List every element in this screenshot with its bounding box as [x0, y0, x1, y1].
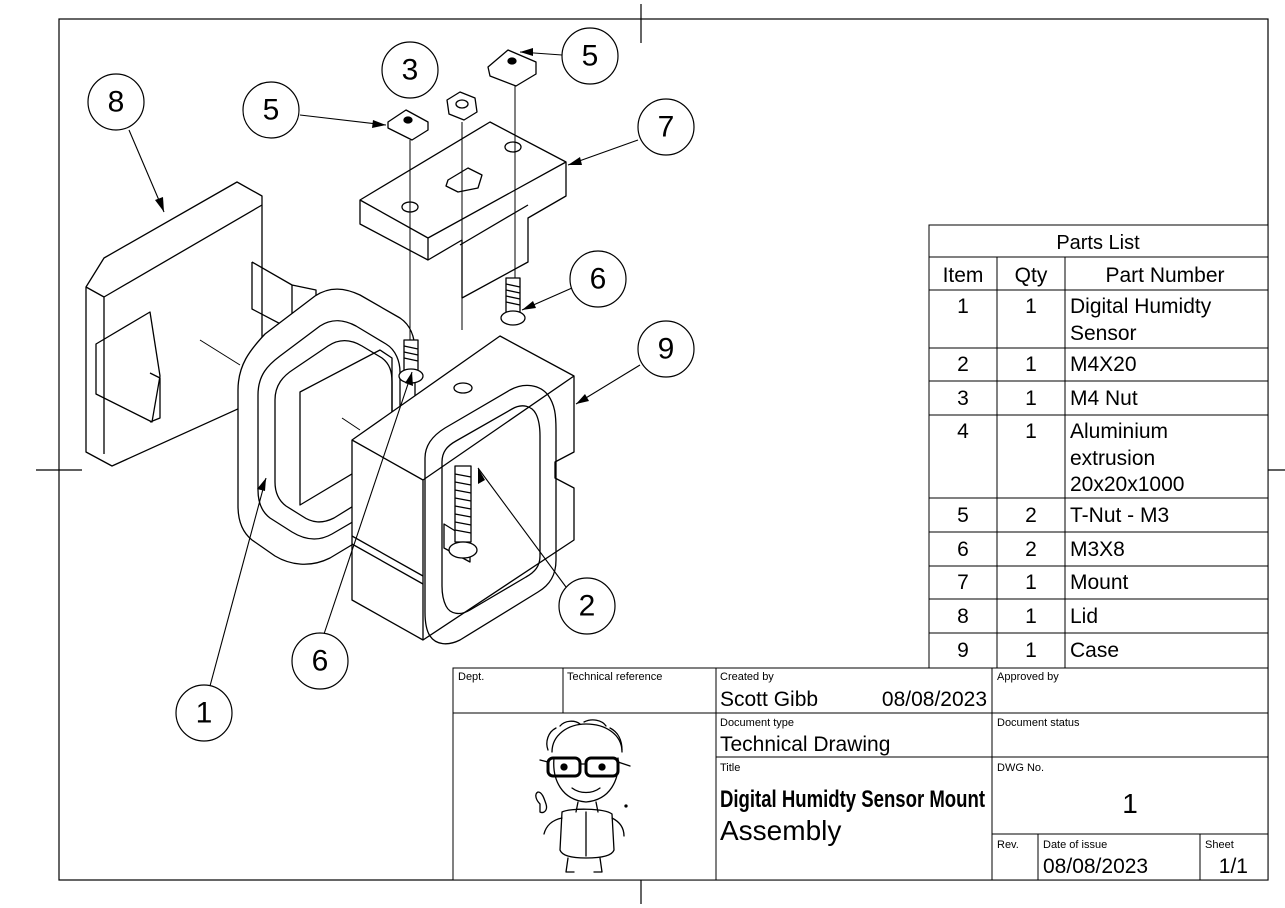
parts-list-item: 9 — [957, 639, 969, 662]
parts-list-row: 8 1 Lid — [957, 605, 1098, 628]
rev-label: Rev. — [997, 839, 1019, 851]
parts-list-row: 3 1 M4 Nut — [957, 387, 1138, 410]
date-of-issue-value: 08/08/2023 — [1043, 855, 1148, 878]
approved-by-label: Approved by — [997, 671, 1059, 683]
exploded-assembly-view — [85, 49, 575, 645]
parts-list-part-number: extrusion — [1070, 447, 1155, 470]
technical-reference-label: Technical reference — [567, 671, 662, 683]
callout-balloon: 3 — [381, 41, 439, 99]
parts-list-part-number: M4X20 — [1070, 353, 1137, 376]
callout-balloon: 7 — [637, 98, 695, 156]
nut-part — [446, 91, 478, 121]
parts-list-grid — [928, 224, 1269, 669]
parts-list-part-number: M4 Nut — [1070, 387, 1138, 410]
parts-list-row: 6 2 M3X8 — [957, 538, 1125, 561]
dwg-no-value: 1 — [1122, 788, 1138, 819]
balloon-number: 7 — [658, 111, 675, 144]
parts-list-header-part-number: Part Number — [1105, 264, 1224, 287]
parts-list-part-number: Case — [1070, 639, 1119, 662]
t-nut-part — [387, 109, 429, 141]
balloon-number: 6 — [312, 645, 329, 678]
sheet-label: Sheet — [1205, 839, 1234, 851]
date-of-issue-label: Date of issue — [1043, 839, 1107, 851]
callout-balloon: 2 — [558, 577, 616, 635]
parts-list-header-qty: Qty — [1015, 264, 1048, 287]
parts-list-qty: 2 — [1025, 538, 1037, 561]
callout-balloon: 5 — [561, 27, 619, 85]
callout-balloon: 5 — [242, 81, 300, 139]
parts-list-item: 2 — [957, 353, 969, 376]
parts-list-qty: 1 — [1025, 571, 1037, 594]
parts-list-title: Parts List — [1056, 232, 1140, 254]
parts-list-qty: 1 — [1025, 605, 1037, 628]
created-by-value: Scott Gibb — [720, 688, 818, 711]
screw-part — [398, 339, 424, 384]
parts-list-row: 5 2 T-Nut - M3 — [957, 504, 1169, 527]
title-block: Dept. Technical reference Created by Sco… — [452, 667, 1269, 881]
parts-list-qty: 1 — [1025, 387, 1037, 410]
callout-balloon: 1 — [175, 684, 233, 742]
parts-list-part-number: Lid — [1070, 605, 1098, 628]
balloon-number: 6 — [590, 263, 607, 296]
dwg-no-label: DWG No. — [997, 762, 1044, 774]
parts-list-qty: 1 — [1025, 639, 1037, 662]
balloon-arrowheads — [155, 48, 589, 491]
long-screw-part — [448, 465, 478, 559]
screw-part — [500, 277, 526, 326]
callout-balloon: 8 — [87, 73, 145, 131]
parts-list-header-item: Item — [943, 264, 984, 287]
parts-list-row: 7 1 Mount — [957, 571, 1128, 594]
callout-balloon: 9 — [637, 320, 695, 378]
assembly-centerlines — [199, 85, 516, 431]
balloon-number: 5 — [263, 94, 280, 127]
avatar-logo — [535, 719, 631, 873]
parts-list-item: 5 — [957, 504, 969, 527]
document-type-label: Document type — [720, 717, 794, 729]
parts-list-row: 9 1 Case — [957, 639, 1119, 662]
parts-list-qty: 1 — [1025, 295, 1037, 318]
balloon-number: 8 — [108, 86, 125, 119]
parts-list-qty: 1 — [1025, 353, 1037, 376]
document-status-label: Document status — [997, 717, 1080, 729]
parts-list-part-number: Digital Humidty — [1070, 295, 1212, 318]
parts-list-part-number: Sensor — [1070, 322, 1137, 345]
parts-list-qty: 2 — [1025, 504, 1037, 527]
parts-list-item: 3 — [957, 387, 969, 410]
parts-list-row: 1 1 Digital Humidty Sensor — [957, 295, 1212, 345]
parts-list-item: 6 — [957, 538, 969, 561]
created-by-label: Created by — [720, 671, 774, 683]
balloon-number: 9 — [658, 333, 675, 366]
dept-label: Dept. — [458, 671, 484, 683]
balloon-number: 3 — [402, 54, 419, 87]
parts-list-item: 7 — [957, 571, 969, 594]
parts-list-item: 1 — [957, 295, 969, 318]
parts-list-qty: 1 — [1025, 420, 1037, 443]
created-date-value: 08/08/2023 — [882, 688, 987, 711]
title-block-grid — [452, 667, 1269, 881]
balloon-number: 5 — [582, 40, 599, 73]
balloon-number: 2 — [579, 590, 596, 623]
sheet-value: 1/1 — [1219, 855, 1248, 878]
callout-balloon: 6 — [569, 250, 627, 308]
parts-list-row: 4 1 Aluminium extrusion 20x20x1000 — [957, 420, 1184, 496]
mount-part — [359, 121, 567, 299]
parts-list-part-number: Aluminium — [1070, 420, 1168, 443]
callout-balloon: 6 — [291, 632, 349, 690]
parts-list-part-number: 20x20x1000 — [1070, 473, 1184, 496]
parts-list-row: 2 1 M4X20 — [957, 353, 1136, 376]
drawing-title-line1: Digital Humidty Sensor Mount — [720, 786, 985, 813]
parts-list-item: 4 — [957, 420, 969, 443]
parts-list-item: 8 — [957, 605, 969, 628]
t-nut-part — [487, 49, 537, 87]
balloon-number: 1 — [196, 697, 213, 730]
document-type-value: Technical Drawing — [720, 733, 890, 756]
parts-list-part-number: Mount — [1070, 571, 1129, 594]
drawing-title-line2: Assembly — [720, 815, 841, 846]
parts-list-table: Parts List Item Qty Part Number 1 1 Digi… — [928, 224, 1269, 669]
parts-list-part-number: T-Nut - M3 — [1070, 504, 1169, 527]
parts-list-part-number: M3X8 — [1070, 538, 1125, 561]
title-label: Title — [720, 762, 740, 774]
